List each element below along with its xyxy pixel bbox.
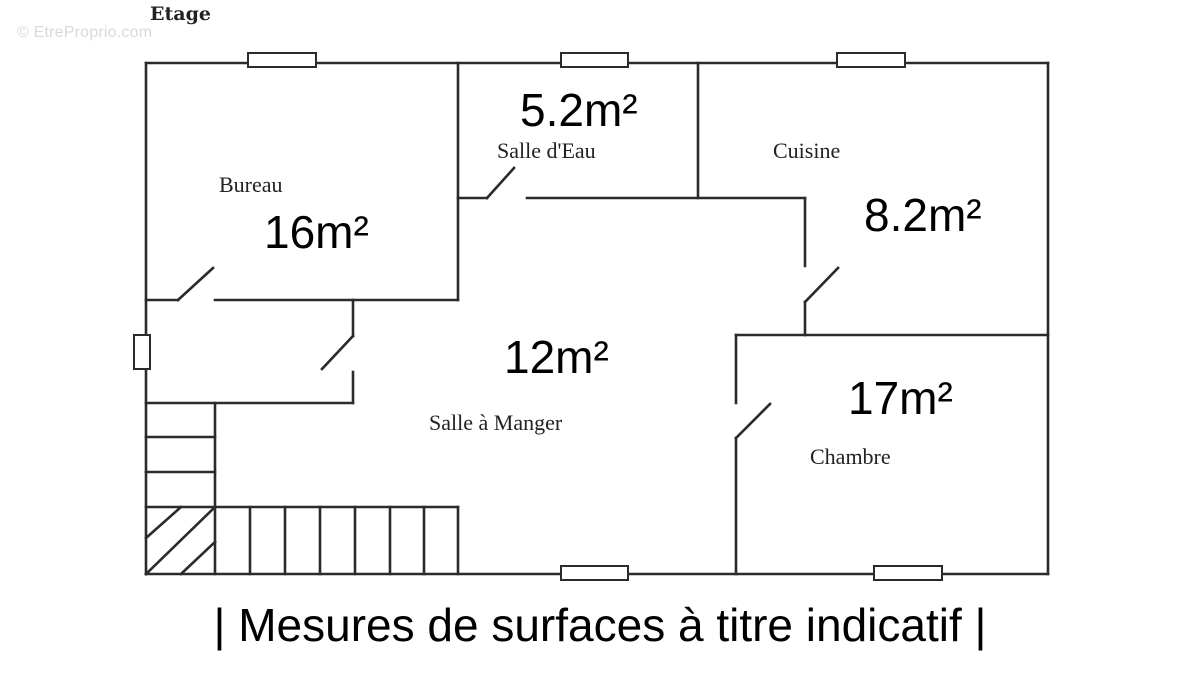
corridor-walls <box>144 298 355 405</box>
window-chambre <box>873 565 943 581</box>
outer-walls <box>144 61 1050 576</box>
corridor-door <box>320 334 355 371</box>
room-label-cuisine: Cuisine <box>773 138 841 163</box>
chambre-door <box>734 402 772 440</box>
windows <box>133 52 943 581</box>
staircase <box>144 401 460 576</box>
area-label-chambre: 17m² <box>848 372 953 424</box>
window-cuisine <box>836 52 906 68</box>
room-label-chambre: Chambre <box>810 444 891 469</box>
salle-eau-door <box>485 166 516 200</box>
area-label-salle-eau: 5.2m² <box>520 84 638 136</box>
window-salle-eau <box>560 52 629 68</box>
chambre-walls <box>734 333 1050 576</box>
watermark: © EtreProprio.com <box>17 24 153 41</box>
window-bureau <box>247 52 317 68</box>
area-label-salle-manger: 12m² <box>504 331 609 383</box>
floor-title: Etage <box>150 3 211 25</box>
window-salle-manger <box>560 565 629 581</box>
cuisine-door <box>803 266 840 304</box>
room-label-salle-eau: Salle d'Eau <box>497 138 596 163</box>
window-corridor <box>133 334 151 370</box>
disclaimer-caption: | Mesures de surfaces à titre indicatif … <box>213 599 987 651</box>
salle-eau-walls <box>456 61 807 200</box>
area-label-bureau: 16m² <box>264 206 369 258</box>
area-label-cuisine: 8.2m² <box>864 189 982 241</box>
room-label-salle-manger: Salle à Manger <box>429 410 563 435</box>
bureau-walls <box>144 61 460 302</box>
bureau-door <box>176 266 215 302</box>
room-label-bureau: Bureau <box>219 172 283 197</box>
